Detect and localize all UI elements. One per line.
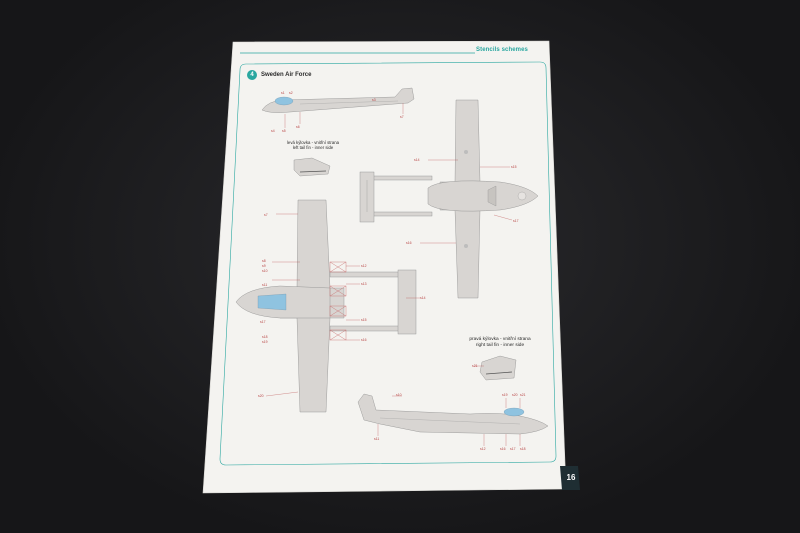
right-tail-fin-drawing	[474, 355, 517, 381]
left-fin-caption: levá kýlovka - vnitřní strana left tail …	[268, 140, 358, 150]
callout-label: s6	[296, 125, 300, 129]
page-number: 16	[566, 472, 576, 482]
callout-label: s21	[472, 364, 478, 368]
callout-label: s12	[361, 264, 367, 268]
callout-label: s16	[500, 447, 506, 451]
callout-label: s14	[420, 296, 426, 300]
callout-label: s4	[271, 129, 275, 133]
aircraft-top-view	[359, 99, 539, 299]
caption-line-czech: pravá kýlovka - vnitřní strana	[469, 337, 531, 342]
callout-label: s20	[258, 394, 264, 398]
callout-label: s3	[372, 98, 376, 102]
callout-label: s19	[502, 393, 508, 397]
callout-label: s7	[400, 115, 404, 119]
callout-label: s11	[374, 437, 379, 441]
caption-line-english: left tail fin - inner side	[292, 145, 334, 151]
left-tail-fin-drawing	[293, 157, 331, 177]
callout-label: s17	[513, 219, 519, 223]
callout-label: s13	[361, 282, 367, 286]
callout-label: s17	[260, 320, 266, 324]
aircraft-side-view-top	[261, 87, 415, 128]
callout-label: s11	[262, 283, 267, 287]
callout-label: s14	[414, 158, 420, 162]
callout-label: s21	[520, 393, 526, 397]
aircraft-side-view-bottom	[357, 393, 549, 446]
callout-label: s7	[264, 213, 268, 217]
caption-line-czech: levá kýlovka - vnitřní strana	[286, 140, 340, 145]
callout-label: s5	[282, 129, 286, 133]
content-frame	[219, 61, 557, 466]
callout-labels: s1 s2 s3 s4 s5 s6 s7 s14 s15 s16 s17 s7 …	[258, 91, 526, 451]
canopy	[274, 96, 294, 106]
section-number-badge: 4	[247, 70, 257, 80]
section-heading: 4 Sweden Air Force	[247, 70, 311, 80]
callout-label: s18	[520, 447, 526, 451]
page-number-tab	[560, 466, 580, 490]
section-title: Sweden Air Force	[261, 72, 312, 78]
right-fin-caption: pravá kýlovka - vnitřní strana right tai…	[455, 337, 545, 349]
callout-label: s1	[281, 91, 285, 95]
callout-label: s9	[262, 264, 266, 268]
callout-label: s16	[406, 241, 412, 245]
callout-label: s20	[512, 393, 518, 397]
callout-label: s8	[262, 259, 266, 263]
header-title: Stencils schemes	[476, 47, 528, 53]
callout-label: s15	[511, 165, 517, 169]
callout-label: s10	[396, 393, 402, 397]
caption-line-english: right tail fin - inner side	[475, 342, 525, 348]
callout-label: s2	[289, 91, 293, 95]
canopy-side	[503, 407, 525, 417]
callout-label: s12	[480, 447, 486, 451]
aircraft-underside-view	[235, 199, 420, 413]
callout-label: s10	[262, 269, 268, 273]
callout-label: s19	[262, 340, 268, 344]
callout-label: s17	[510, 447, 516, 451]
callout-label: s15	[361, 318, 367, 322]
callout-label: s18	[262, 335, 268, 339]
canopy-underside	[257, 293, 287, 311]
callout-label: s16	[361, 338, 367, 342]
